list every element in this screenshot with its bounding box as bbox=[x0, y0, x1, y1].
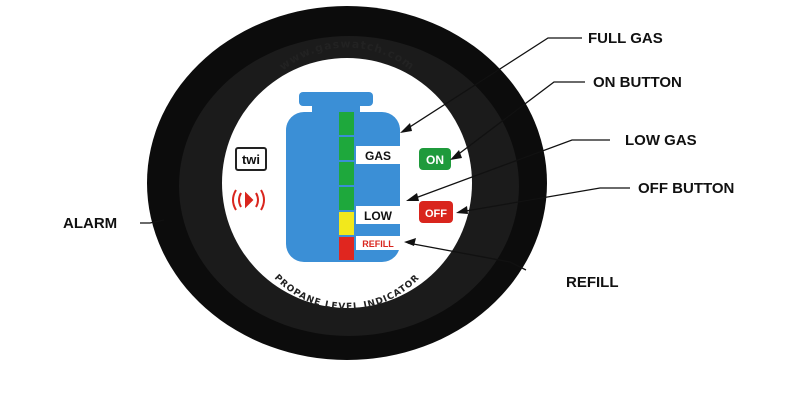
callout-low-gas: LOW GAS bbox=[625, 132, 697, 149]
level-segment-full bbox=[339, 187, 354, 210]
twi-logo: twi bbox=[236, 148, 266, 170]
callout-refill: REFILL bbox=[566, 274, 619, 291]
level-segment-refill bbox=[339, 237, 354, 260]
gas-label: GAS bbox=[365, 149, 391, 163]
low-label: LOW bbox=[364, 209, 393, 223]
off-button-label: OFF bbox=[425, 208, 447, 220]
tank-cap bbox=[299, 92, 373, 106]
level-segment-low bbox=[339, 212, 354, 235]
refill-label: REFILL bbox=[362, 239, 394, 249]
level-segment-full bbox=[339, 112, 354, 135]
logo-text: twi bbox=[242, 152, 260, 167]
level-segment-full bbox=[339, 137, 354, 160]
callout-full-gas: FULL GAS bbox=[588, 30, 663, 47]
level-segment-full bbox=[339, 162, 354, 185]
on-button-label: ON bbox=[426, 153, 444, 167]
callout-on-button: ON BUTTON bbox=[593, 74, 682, 91]
on-button[interactable]: ON bbox=[419, 148, 451, 170]
callout-off-button: OFF BUTTON bbox=[638, 180, 734, 197]
off-button[interactable]: OFF bbox=[419, 201, 453, 223]
callout-alarm: ALARM bbox=[63, 215, 117, 232]
